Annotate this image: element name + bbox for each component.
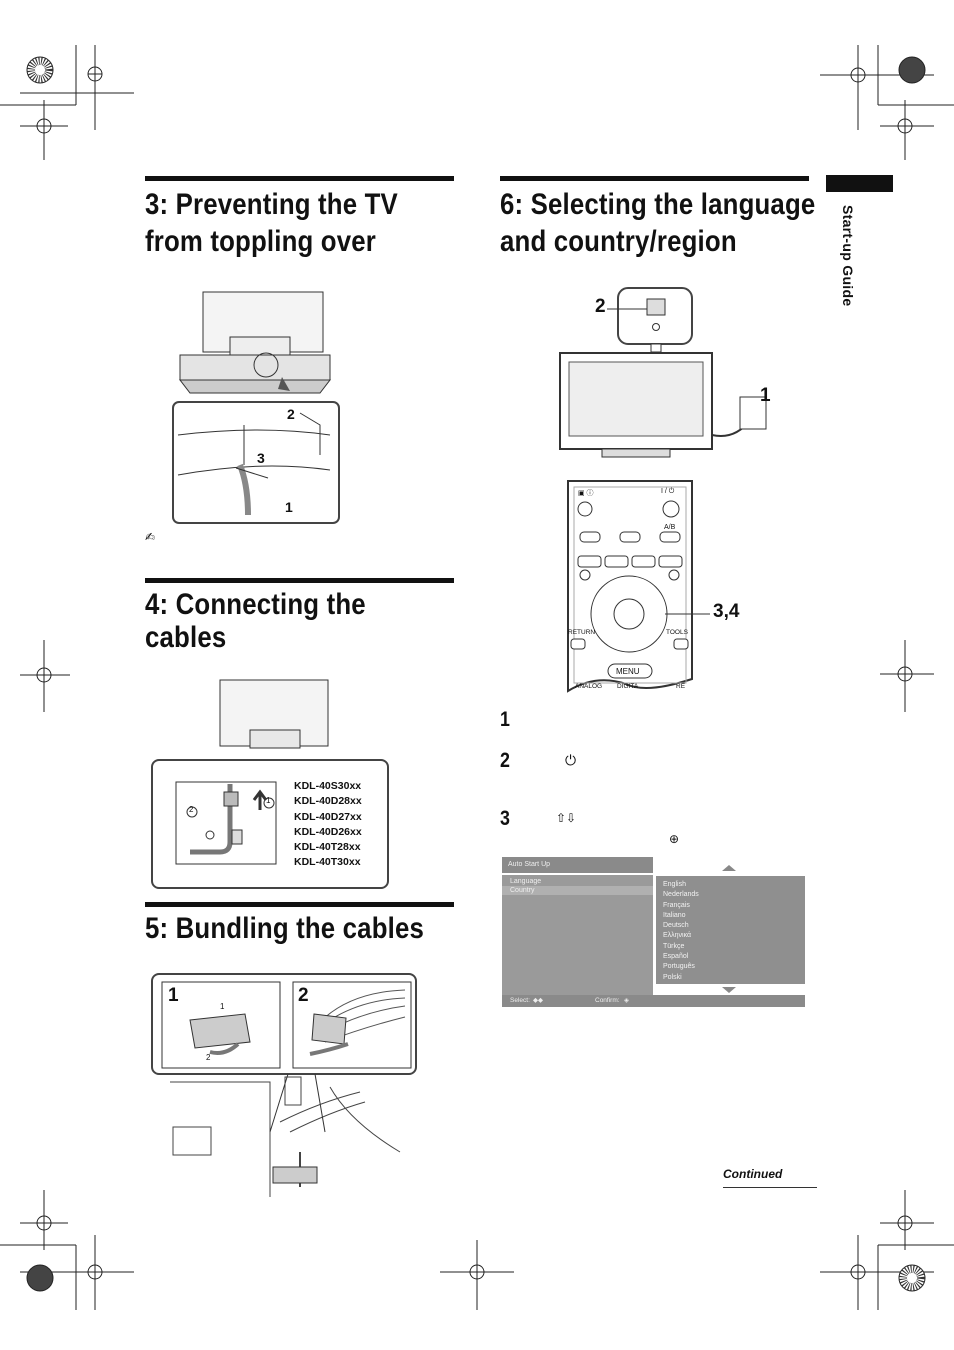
confirm-label: Confirm: <box>595 997 620 1004</box>
model-item: KDL-40D26xx <box>294 825 362 838</box>
language-option[interactable]: Türkçe <box>663 942 685 950</box>
menu-header: Auto Start Up <box>502 857 653 873</box>
model-list: KDL-40S30xx KDL-40D28xx KDL-40D27xx KDL-… <box>294 779 362 871</box>
remote-tools-label: TOOLS <box>666 629 688 636</box>
select-label: Select: <box>510 997 530 1004</box>
remote-menu-label: MENU <box>616 667 640 676</box>
s4-callout-2: 2 <box>189 805 194 814</box>
language-option[interactable]: Deutsch <box>663 922 689 930</box>
section-3-title: 3: Preventing the TV from toppling over <box>145 188 398 258</box>
s6-callout-2: 2 <box>595 296 606 317</box>
language-option[interactable]: Nederlands <box>663 891 699 899</box>
s6-callout-1: 1 <box>760 385 771 406</box>
section-6-title: 6: Selecting the language and country/re… <box>500 188 816 258</box>
language-option[interactable]: Italiano <box>663 911 686 919</box>
language-list: English Nederlands Français Italiano Deu… <box>656 876 805 984</box>
s6-callout-34: 3,4 <box>713 601 740 622</box>
remote-callout-line <box>665 613 710 615</box>
menu-item-language[interactable]: Language <box>510 878 542 885</box>
s5-panel-2-number: 2 <box>298 985 309 1006</box>
auto-start-up-menu: Auto Start Up Language Country English N… <box>502 857 805 1007</box>
s5-panel-1-number: 1 <box>168 985 179 1006</box>
select-arrows-icon: ◆◆ <box>533 997 543 1004</box>
section-5-title: 5: Bundling the cables <box>145 912 425 945</box>
s4-callout-1: 1 <box>266 796 271 805</box>
model-item: KDL-40S30xx <box>294 780 362 792</box>
s6-step-2: 2 <box>500 749 510 772</box>
continued-rule <box>723 1187 817 1188</box>
menu-footer: Select: ◆◆ Confirm: ◈ <box>502 995 805 1007</box>
s5-circled-2: 2 <box>206 1053 211 1062</box>
up-down-arrow-icon: ⇧⇩ <box>556 811 577 825</box>
section-6-rule <box>500 176 809 181</box>
section-4-title: 4: Connecting the cables <box>145 588 366 654</box>
confirm-icon: ◈ <box>624 997 629 1004</box>
model-item: KDL-40D28xx <box>294 795 362 808</box>
remote-power-label: I / ⏻ <box>661 488 675 495</box>
continued-label: Continued <box>723 1167 783 1181</box>
language-option[interactable]: English <box>663 881 686 888</box>
cable-bundling-illustration <box>151 973 417 1197</box>
language-option[interactable]: Português <box>663 963 695 971</box>
scroll-down-arrow-icon[interactable] <box>722 987 736 993</box>
model-item: KDL-40T30xx <box>294 856 361 869</box>
cable-connection-illustration <box>151 679 389 889</box>
menu-item-country[interactable]: Country <box>502 886 653 895</box>
s3-callout-2: 2 <box>287 406 295 422</box>
section-5-rule <box>145 902 454 907</box>
s6-step-3: 3 <box>500 807 510 830</box>
remote-analog-label: ANALOG <box>575 683 603 690</box>
note-pencil-icon: ✍ <box>145 530 156 544</box>
section-4-rule <box>145 578 454 583</box>
side-tab-block <box>826 175 893 192</box>
model-item: KDL-40T28xx <box>294 841 361 854</box>
s6-step-1: 1 <box>500 708 510 731</box>
side-tab-label: Start-up Guide <box>840 205 856 307</box>
language-option[interactable]: Français <box>663 901 690 909</box>
s3-callout-1: 1 <box>285 499 293 515</box>
tv-power-illustration <box>559 287 767 458</box>
s5-circled-1: 1 <box>220 1002 225 1011</box>
language-option[interactable]: Polski <box>663 973 682 981</box>
scroll-up-arrow-icon[interactable] <box>722 865 736 871</box>
remote-digital-label: DIGITA <box>617 683 639 690</box>
remote-top-icons: ▣ ⓘ <box>578 490 594 497</box>
s3-callout-3: 3 <box>257 450 265 466</box>
menu-body: Language Country <box>502 875 653 995</box>
remote-ab-label: A/B <box>664 524 676 531</box>
power-icon: ⏻ <box>565 752 577 768</box>
tv-stand-illustration <box>172 291 340 524</box>
enter-icon: ⊕ <box>669 832 680 846</box>
section-3-rule <box>145 176 454 181</box>
model-item: KDL-40D27xx <box>294 810 362 823</box>
remote-extra-label: RE <box>676 683 686 690</box>
remote-return-label: RETURN <box>568 629 596 636</box>
remote-control-illustration <box>567 480 693 693</box>
language-option[interactable]: Ελληνικά <box>663 932 692 940</box>
language-option[interactable]: Español <box>663 953 689 961</box>
